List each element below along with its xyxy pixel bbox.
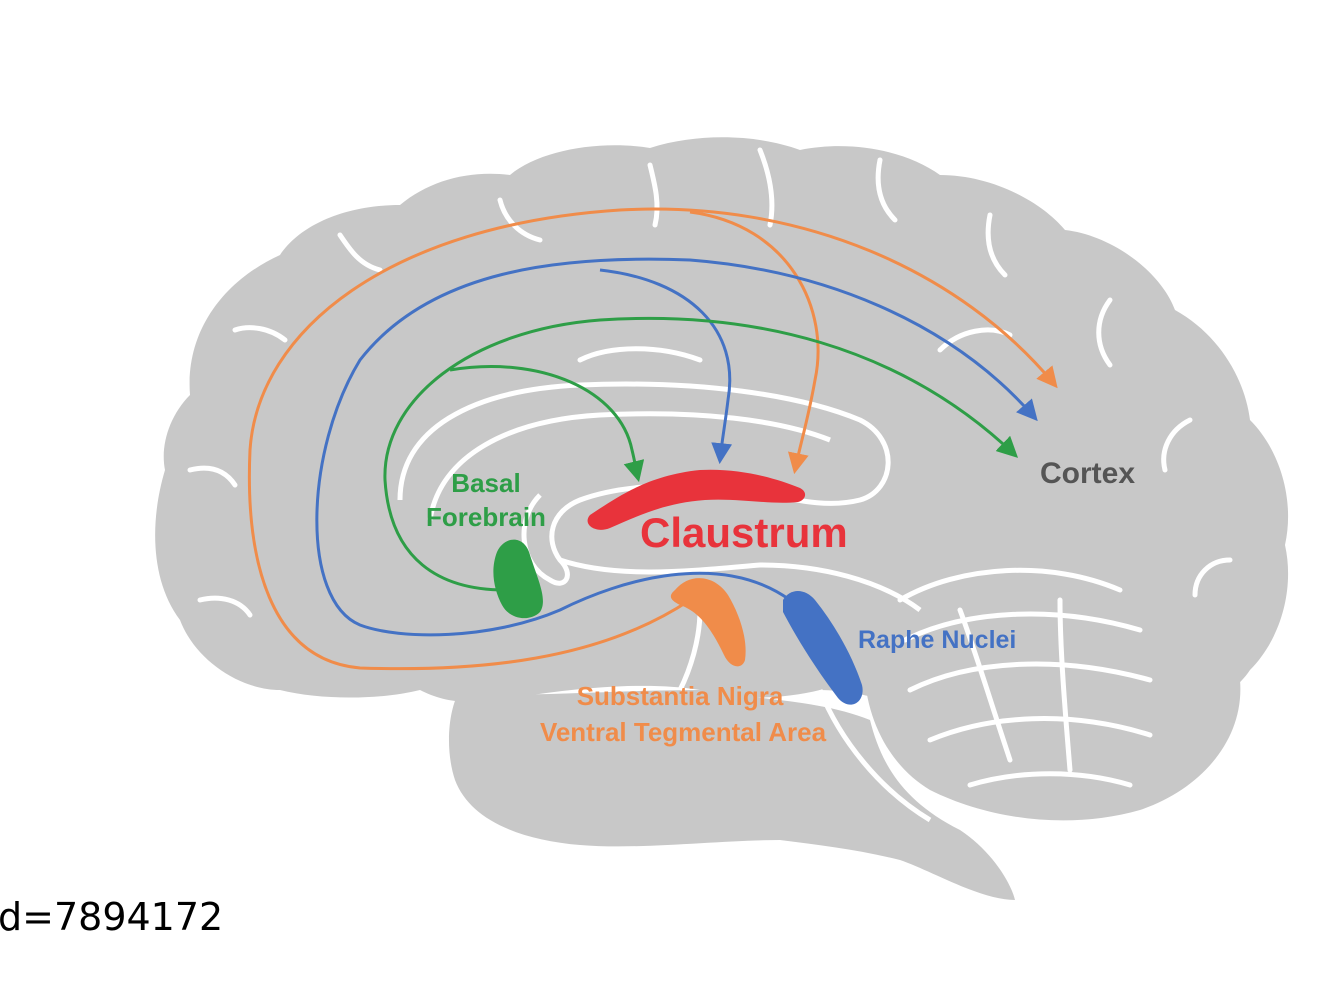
claustrum-region [587, 469, 806, 530]
blue-arrow-to-claustrum [599, 268, 733, 465]
sulci-lines [187, 147, 1233, 618]
id-caption: d=7894172 [0, 895, 223, 939]
basal-forebrain-region [493, 539, 543, 619]
green-projections [383, 316, 1019, 592]
label-claustrum: Claustrum [640, 509, 848, 556]
orange-projections [247, 207, 1058, 671]
label-substantia-nigra: Substantia Nigra [577, 681, 784, 711]
cerebellum-folia [897, 567, 1153, 788]
label-vta: Ventral Tegmental Area [540, 717, 827, 747]
brain-stem [448, 690, 1015, 900]
blue-arrow-to-cortex [315, 257, 1038, 637]
blue-projections [315, 257, 1038, 637]
label-forebrain: Forebrain [426, 502, 546, 532]
label-basal: Basal [451, 468, 520, 498]
label-cortex: Cortex [1040, 457, 1135, 490]
raphe-nuclei-region [783, 591, 863, 705]
label-raphe-nuclei: Raphe Nuclei [858, 626, 1016, 654]
orange-arrow-to-cortex [247, 207, 1058, 671]
green-arrow-to-claustrum [449, 365, 645, 483]
green-arrow-to-cortex [383, 316, 1019, 592]
orange-arrow-to-claustrum [689, 210, 820, 475]
